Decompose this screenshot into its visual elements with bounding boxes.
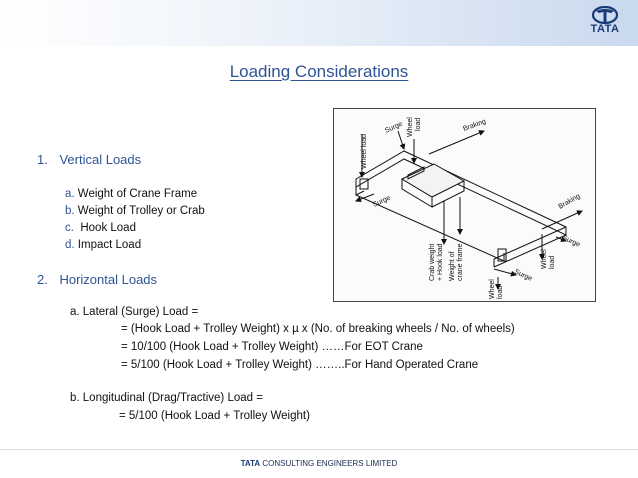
longitudinal-formula-line: = 5/100 (Hook Load + Trolley Weight) <box>119 410 310 422</box>
list-letter: a. <box>65 188 75 200</box>
label-weight-of: Weight of <box>449 252 456 281</box>
list-text: Impact Load <box>77 239 142 251</box>
label-crab-weight: Crab weight <box>429 244 436 281</box>
crane-load-diagram: Wheel load Surge Wheel load Braking Surg… <box>333 108 596 302</box>
lateral-formula-line: = (Hook Load + Trolley Weight) x µ x (No… <box>121 323 515 335</box>
label-hook-load: + Hook load <box>437 243 444 281</box>
crane-sketch: Wheel load Surge Wheel load Braking Surg… <box>355 117 583 299</box>
label-surge-right: Surge <box>561 234 581 248</box>
footer-company: CONSULTING ENGINEERS LIMITED <box>262 459 398 468</box>
section-number: 2. <box>37 272 48 287</box>
section-number: 1. <box>37 152 48 167</box>
tata-logo: TATA <box>586 6 624 42</box>
label-wheel-bottom: Wheel <box>489 279 496 299</box>
section-title: Vertical Loads <box>59 152 142 167</box>
label-load-bottom: load <box>497 286 504 299</box>
list-text: Weight of Trolley or Crab <box>77 205 205 217</box>
section-vertical-heading: 1. Vertical Loads <box>37 152 141 167</box>
lateral-formula-line: = 10/100 (Hook Load + Trolley Weight) ……… <box>121 341 423 353</box>
label-load-right: load <box>549 256 556 269</box>
list-letter: c. <box>65 222 74 234</box>
list-item: d. Impact Load <box>65 239 141 251</box>
label-load-top: load <box>415 118 422 131</box>
lateral-load-label: a. Lateral (Surge) Load = <box>70 306 199 318</box>
label-braking-top: Braking <box>462 118 487 133</box>
logo-wordmark: TATA <box>590 23 620 35</box>
label-surge-bottom: Surge <box>513 268 533 282</box>
footer-divider <box>0 449 638 450</box>
list-item: a. Weight of Crane Frame <box>65 188 197 200</box>
section-horizontal-heading: 2. Horizontal Loads <box>37 272 157 287</box>
header-band <box>0 0 638 46</box>
list-letter: b. <box>65 205 75 217</box>
page-title: Loading Considerations <box>229 62 409 81</box>
footer: TATA CONSULTING ENGINEERS LIMITED <box>0 459 638 468</box>
list-item: b. Weight of Trolley or Crab <box>65 205 205 217</box>
label-braking-right: Braking <box>558 193 582 211</box>
longitudinal-load-label: b. Longitudinal (Drag/Tractive) Load = <box>70 392 263 404</box>
list-text: Weight of Crane Frame <box>77 188 198 200</box>
lateral-formula-line: = 5/100 (Hook Load + Trolley Weight) …….… <box>121 359 479 371</box>
footer-brand: TATA <box>240 459 261 468</box>
label-surge-top: Surge <box>384 121 404 135</box>
label-wheel-right: Wheel <box>541 249 548 269</box>
label-wheel-load: Wheel load <box>361 134 368 169</box>
label-crane-frame: crane frame <box>457 244 464 281</box>
list-text: Hook Load <box>77 222 136 234</box>
tata-emblem-icon <box>592 6 618 24</box>
label-wheel-top: Wheel <box>407 117 414 137</box>
list-item: c. Hook Load <box>65 222 136 234</box>
section-title: Horizontal Loads <box>59 272 158 287</box>
list-letter: d. <box>65 239 75 251</box>
